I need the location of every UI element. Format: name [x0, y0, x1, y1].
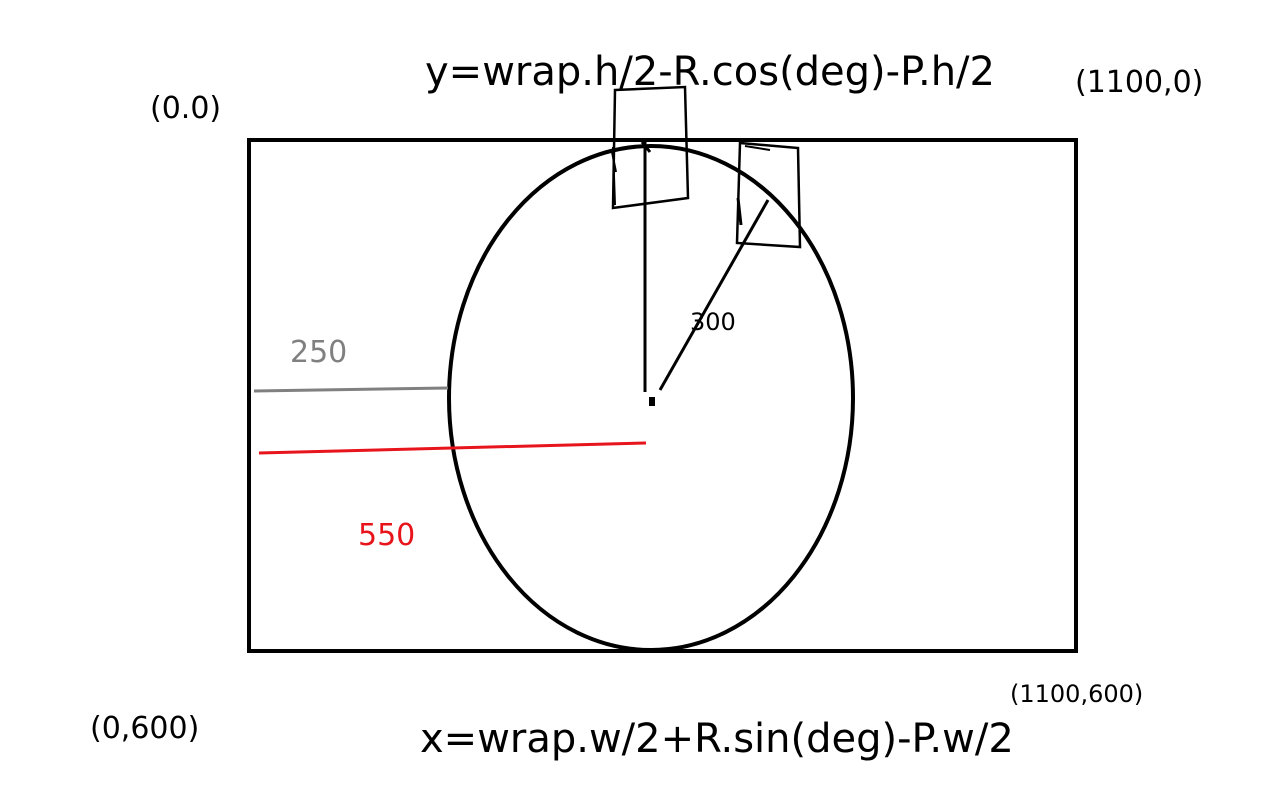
x-formula-text: x=wrap.w/2+R.sin(deg)-P.w/2: [420, 716, 1014, 762]
angled-radius-line: [658, 199, 770, 391]
red-distance-line: [258, 441, 647, 455]
corner-top-right-label: (1100,0): [1075, 65, 1203, 100]
element-box-rotated-tick: [736, 197, 743, 226]
corner-bottom-right-label: (1100,600): [1010, 680, 1143, 708]
element-box-top-tick: [611, 151, 617, 173]
circle-path: [447, 144, 855, 652]
wrap-rectangle: [247, 138, 1078, 653]
element-box-top-mark: [640, 141, 652, 153]
red-distance-label: 550: [358, 518, 415, 553]
gray-distance-label: 250: [290, 335, 347, 370]
element-box-rotated-corner: [744, 145, 771, 151]
corner-top-left-label: (0.0): [150, 91, 221, 126]
center-point: [649, 397, 655, 406]
gray-distance-line: [253, 386, 449, 393]
corner-bottom-left-label: (0,600): [90, 711, 199, 746]
radius-label: 300: [690, 308, 736, 336]
y-formula-text: y=wrap.h/2-R.cos(deg)-P.h/2: [425, 49, 995, 95]
